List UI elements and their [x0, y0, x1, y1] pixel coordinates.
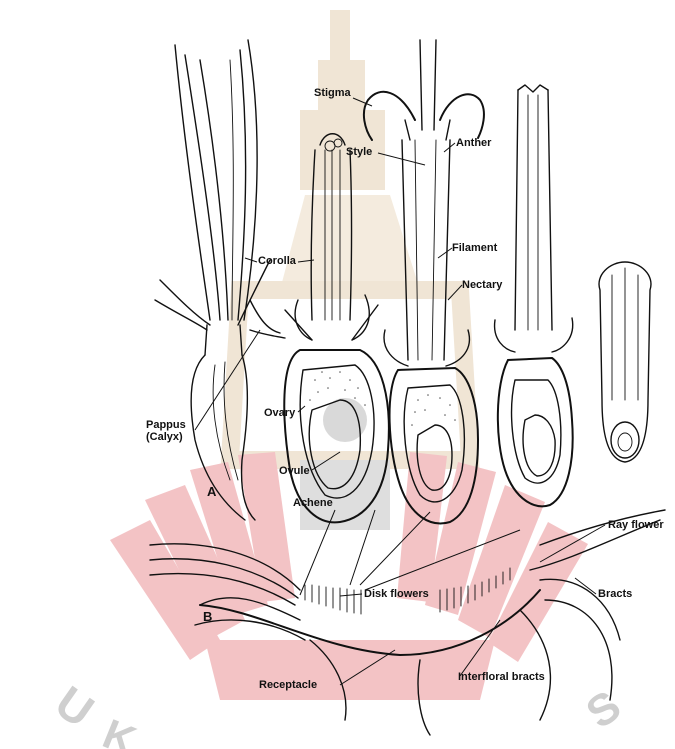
label-interfloral-bracts: Interfloral bracts	[458, 671, 545, 683]
label-anther: Anther	[456, 137, 492, 149]
label-panel-a: A	[207, 484, 217, 499]
leader-filament	[438, 248, 452, 258]
svg-text:K: K	[97, 710, 143, 749]
svg-text:S: S	[578, 681, 630, 738]
label-style: Style	[346, 146, 372, 158]
label-bracts: Bracts	[598, 588, 632, 600]
label-pappus: Pappus	[146, 419, 186, 431]
ray-flower-drawing	[155, 40, 285, 520]
label-ovule: Ovule	[279, 465, 310, 477]
label-filament: Filament	[452, 242, 498, 254]
label-receptacle: Receptacle	[259, 679, 317, 691]
label-panel-b: B	[203, 609, 212, 624]
flower-bud	[599, 262, 651, 462]
label-calyx: (Calyx)	[146, 431, 183, 443]
label-nectary: Nectary	[462, 279, 503, 291]
disk-flower-3	[495, 85, 573, 506]
label-ray-flower: Ray flower	[608, 519, 664, 531]
leader-ovary	[298, 406, 305, 412]
leader-style	[378, 153, 425, 165]
label-corolla: Corolla	[258, 255, 297, 267]
svg-text:U: U	[46, 676, 103, 738]
label-disk-flowers: Disk flowers	[364, 588, 429, 600]
label-ovary: Ovary	[264, 407, 296, 419]
leader-bracts	[575, 578, 596, 594]
label-stigma: Stigma	[314, 87, 352, 99]
label-achene: Achene	[293, 497, 333, 509]
